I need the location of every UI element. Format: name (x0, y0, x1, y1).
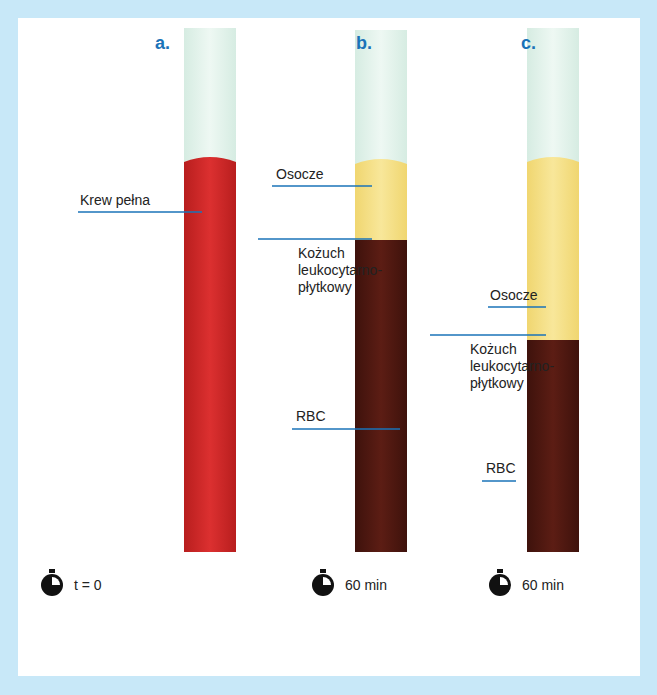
test-tube (355, 30, 407, 552)
part-label: Krew pełna (80, 192, 150, 209)
leader-lines (78, 186, 546, 481)
stopwatch-icon (41, 569, 511, 596)
time-label: t = 0 (74, 577, 102, 594)
panel-letter: a. (155, 35, 170, 52)
part-label: RBC (296, 408, 326, 425)
part-label: Kożuch leukocytarno-płytkowy (470, 341, 575, 392)
part-label: Osocze (490, 287, 537, 304)
test-tube (184, 28, 236, 552)
part-label: RBC (486, 460, 516, 477)
panel-letter: c. (521, 35, 536, 52)
time-label: 60 min (522, 577, 564, 594)
part-label: Kożuch leukocytarno-płytkowy (298, 245, 403, 296)
panel-letter: b. (356, 35, 372, 52)
time-label: 60 min (345, 577, 387, 594)
part-label: Osocze (276, 166, 323, 183)
